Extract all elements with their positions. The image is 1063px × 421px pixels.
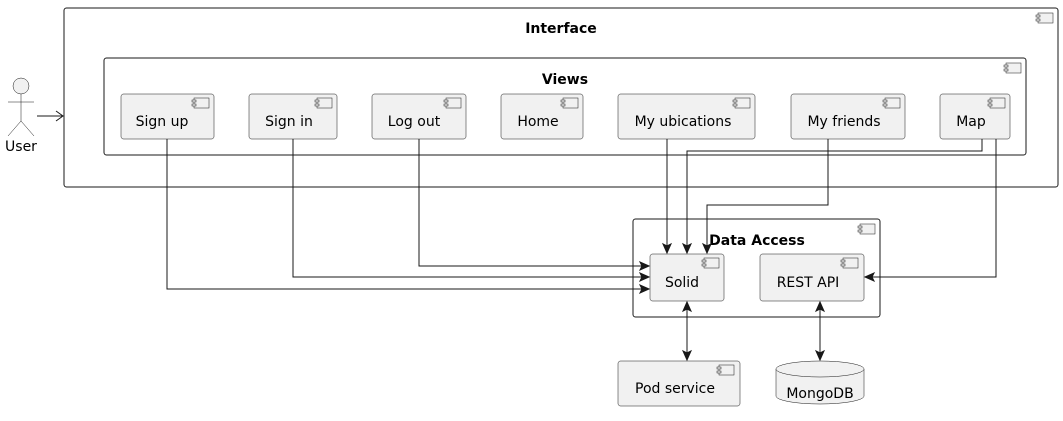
view-my-ubications-label: My ubications — [635, 114, 732, 130]
component-icon — [443, 97, 462, 109]
arrowhead — [638, 260, 651, 272]
solid-label: Solid — [665, 275, 699, 291]
edge-logout-solid — [418, 139, 648, 267]
arrowhead — [681, 242, 693, 255]
edge-map-restapi — [866, 139, 997, 278]
component-icon — [191, 97, 210, 109]
view-map-label: Map — [956, 114, 986, 130]
component-icon — [701, 257, 720, 269]
views-title: Views — [542, 72, 588, 88]
view-signup-label: Sign up — [136, 114, 189, 130]
view-home-label: Home — [517, 114, 558, 130]
data-access-title: Data Access — [709, 233, 805, 249]
interface-title: Interface — [525, 21, 597, 37]
view-signin-label: Sign in — [265, 114, 313, 130]
view-my-friends-label: My friends — [807, 114, 880, 130]
component-solid: Solid — [649, 253, 725, 302]
pod-service-label: Pod service — [635, 381, 715, 397]
view-home: Home — [500, 93, 584, 140]
component-icon — [882, 97, 901, 109]
rest-api-label: REST API — [777, 275, 840, 291]
arrowhead — [681, 300, 693, 313]
view-logout: Log out — [371, 93, 467, 140]
edge-signup-solid — [166, 139, 648, 290]
view-map: Map — [939, 93, 1011, 140]
arrowhead — [681, 349, 693, 362]
view-my-friends: My friends — [790, 93, 906, 140]
arrowhead — [863, 271, 876, 283]
arrowhead — [55, 110, 64, 122]
user-label: User — [5, 139, 37, 155]
component-rest-api: REST API — [759, 253, 865, 302]
component-icon — [1035, 12, 1054, 24]
component-icon — [732, 97, 751, 109]
arrowhead — [814, 349, 826, 362]
edge-map-solid — [686, 139, 983, 252]
database-mongodb: MongoDB — [775, 360, 865, 405]
component-pod-service: Pod service — [617, 360, 741, 407]
edge-signin-solid — [292, 139, 648, 278]
view-my-ubications: My ubications — [617, 93, 756, 140]
arrowhead — [701, 242, 713, 255]
component-icon — [987, 97, 1006, 109]
edge-friends-solid — [706, 139, 829, 252]
user-actor: User — [5, 77, 37, 155]
connectors — [37, 110, 997, 362]
component-icon — [314, 97, 333, 109]
arrowhead — [638, 271, 651, 283]
component-icon — [560, 97, 579, 109]
database-icon — [775, 360, 865, 405]
component-icon — [840, 257, 859, 269]
arrowhead — [814, 300, 826, 313]
view-signup: Sign up — [120, 93, 215, 140]
component-icon — [716, 364, 735, 376]
arrowhead — [661, 242, 673, 255]
component-icon — [857, 223, 876, 235]
stick-figure-icon — [7, 77, 35, 137]
mongodb-label: MongoDB — [786, 386, 853, 402]
arrowhead — [638, 283, 651, 295]
component-icon — [1003, 62, 1022, 74]
view-signin: Sign in — [248, 93, 338, 140]
view-logout-label: Log out — [388, 114, 441, 130]
